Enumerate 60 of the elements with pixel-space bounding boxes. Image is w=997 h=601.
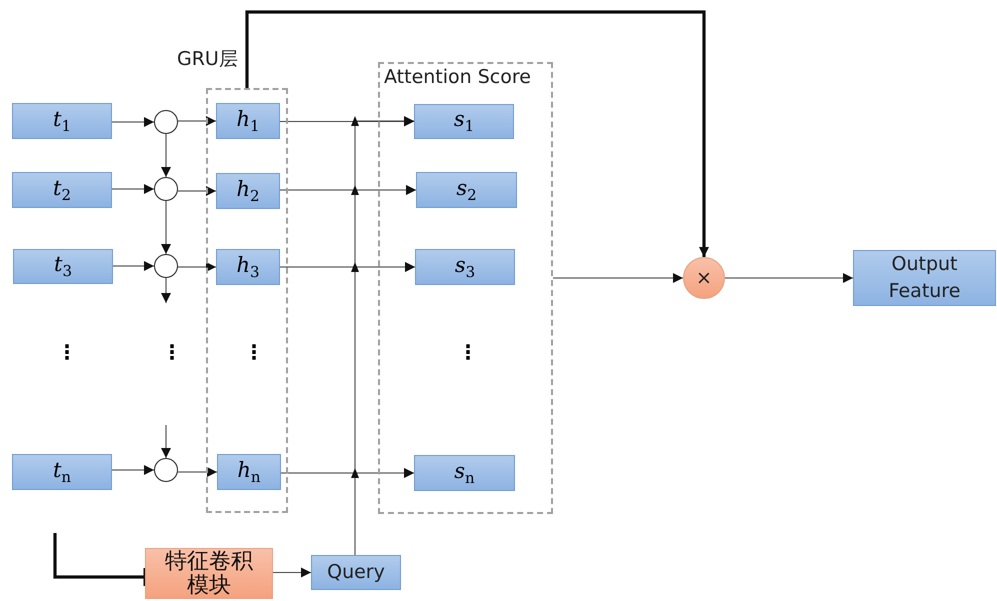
ellipsis-mark: ⋮ [57,342,77,362]
box-label: s$_{3}$ [454,252,476,282]
process-box [217,454,281,490]
process-box [13,249,113,284]
arrow [245,10,709,257]
group-heading: GRU层 [177,47,238,72]
arrow [112,117,154,127]
process-box [415,249,515,285]
arrow [178,186,216,196]
arrow [161,278,171,304]
box-label: Query [327,560,385,585]
box-label: s$_{n}$ [454,458,475,488]
arrow [351,468,414,556]
process-box [12,172,112,208]
box-label: t$_{n}$ [52,458,72,486]
process-box [12,454,112,490]
box-label: h$_{1}$ [236,106,260,136]
process-box [216,103,280,139]
dashed-group-frame [378,62,553,514]
process-box [853,250,996,306]
gru-cell-circle [154,254,178,278]
box-label: h$_{n}$ [237,458,261,486]
process-box [12,103,112,139]
arrow [178,116,216,126]
arrow [161,200,171,254]
ellipsis-mark: ⋮ [162,342,182,362]
arrow [178,467,218,477]
multiply-circle [683,257,725,299]
box-label: × [696,266,712,290]
process-box [416,172,517,208]
arrow [112,465,154,475]
gru-cell-circle [154,177,178,201]
box-label: s$_{1}$ [454,107,474,136]
box-label: t$_{3}$ [54,252,72,281]
ellipsis-mark: ⋮ [244,342,264,362]
box-label: h$_{2}$ [236,176,260,206]
module-box [145,548,273,599]
box-label: 特征卷积模块 [164,550,254,598]
arrow [161,424,171,458]
arrow [552,273,684,283]
arrow [161,134,171,178]
box-label: Output Feature [888,252,962,304]
arrow [272,568,312,578]
process-box [414,104,514,139]
arrow [178,262,216,272]
group-heading: Attention Score [384,66,531,88]
gru-cell-circle [154,110,178,134]
box-label: h$_{3}$ [236,252,260,282]
box-label: t$_{1}$ [53,106,71,136]
process-box [311,555,401,590]
gru-cell-circle [154,458,178,482]
process-box [216,173,280,209]
ellipsis-mark: ⋮ [458,342,478,362]
arrow [112,184,154,194]
box-label: s$_{2}$ [456,176,477,204]
arrow [724,273,854,283]
process-box [216,249,280,285]
box-label: t$_{2}$ [53,176,71,204]
process-box [414,455,515,491]
arrow [112,261,154,271]
